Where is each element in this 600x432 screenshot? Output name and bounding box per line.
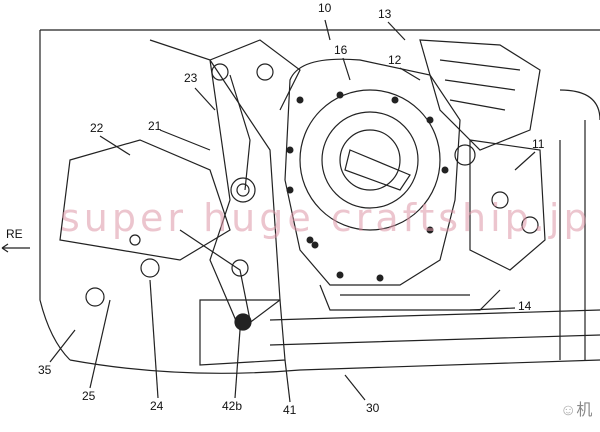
direction-label-rear: RE	[6, 227, 23, 241]
wechat-icon: ☺	[560, 402, 577, 419]
ref-label-13: 13	[378, 7, 392, 21]
ref-label-14: 14	[518, 299, 532, 313]
ref-label-12: 12	[388, 53, 402, 67]
ref-label-16: 16	[334, 43, 348, 57]
ref-label-23: 23	[184, 71, 198, 85]
ref-label-22: 22	[90, 121, 104, 135]
ref-label-41: 41	[283, 403, 297, 417]
ref-label-30: 30	[366, 401, 380, 415]
ref-label-11: 11	[532, 137, 545, 151]
ref-label-24: 24	[150, 399, 164, 413]
ref-label-21: 21	[148, 119, 162, 133]
ref-label-42b: 42b	[222, 399, 243, 413]
corner-logo: ☺机	[560, 396, 592, 420]
ref-label-25: 25	[82, 389, 96, 403]
ref-label-35: 35	[38, 363, 52, 377]
corner-logo-text: 机	[576, 402, 593, 419]
watermark: super huge craftship.jp	[60, 196, 592, 240]
ref-label-10: 10	[318, 1, 332, 15]
